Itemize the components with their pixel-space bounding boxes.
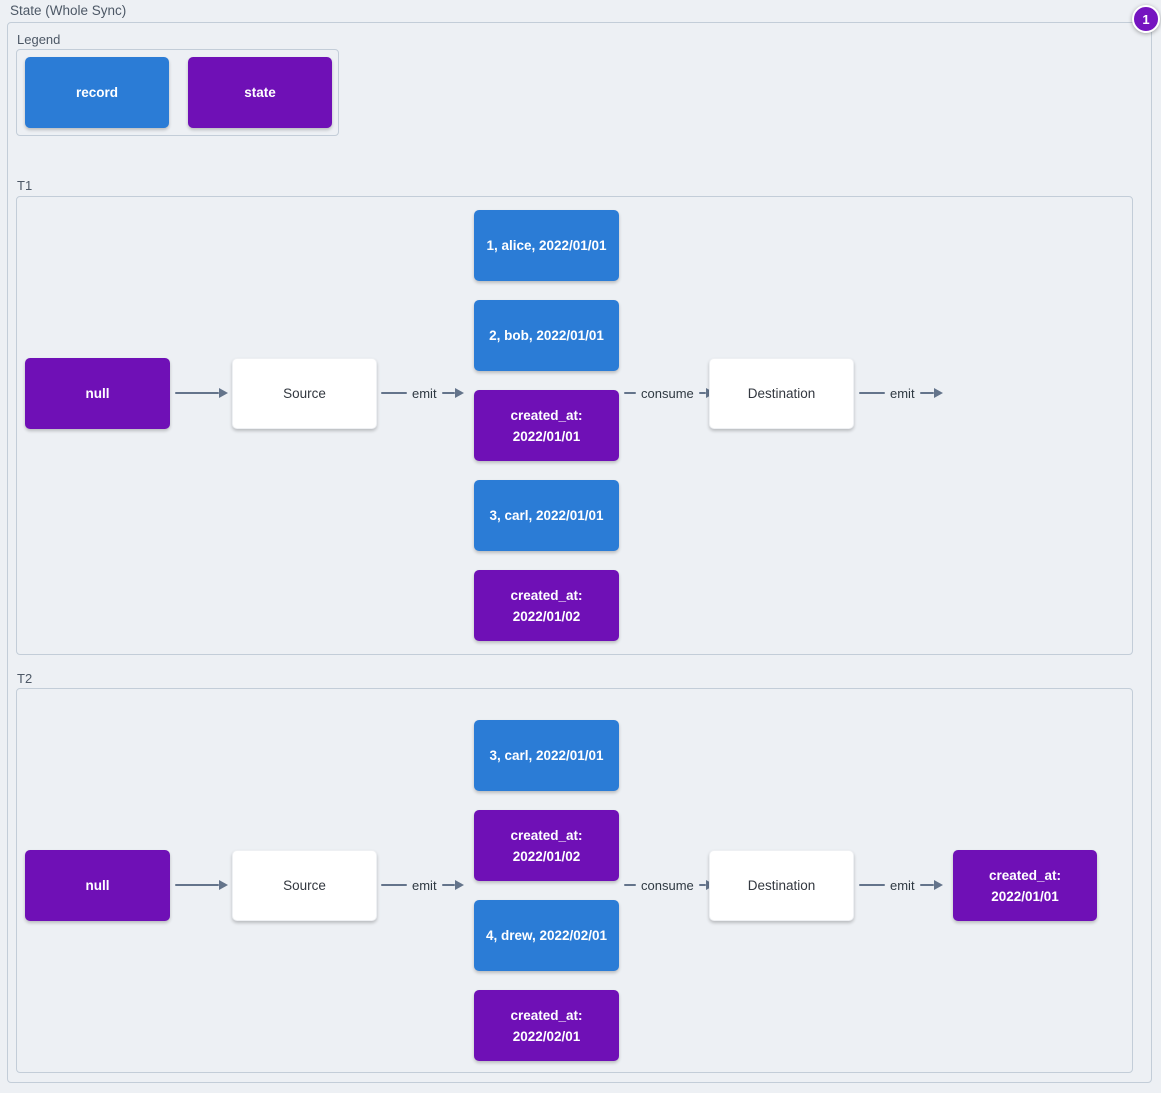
legend-record-label: record [75,85,119,100]
t1-label: T1 [17,178,33,193]
legend-frame [16,49,339,136]
t1-consume-arrow: consume [624,385,715,401]
arrowhead-icon [933,880,943,890]
t1-null-label: null [85,386,110,401]
t1-destination-label: Destination [747,386,816,401]
arrow-line [175,884,219,886]
t1-destination-node: Destination [709,358,854,429]
t1-stack-record-3: 3, carl, 2022/01/01 [474,480,619,551]
annotation-badge[interactable]: 1 [1132,5,1160,33]
t1-null-node: null [25,358,170,429]
t1-stack-record-2: 2, bob, 2022/01/01 [474,300,619,371]
arrow-line [859,392,885,394]
arrowhead-icon [219,880,228,890]
arrow-line [381,392,407,394]
t2-consume-arrow: consume [624,877,715,893]
t2-emit-in-label: emit [412,877,437,893]
legend-state-label: state [244,85,276,100]
t2-arrow-null-to-source [175,877,228,893]
t1-emit-out-arrow: emit [859,385,943,401]
t1-stack-state-1: created_at: 2022/01/01 [474,390,619,461]
t1-consume-label: consume [641,385,694,401]
arrow-line [441,392,455,394]
t2-destination-label: Destination [747,878,816,893]
legend-state-node: state [188,57,332,128]
t1-stack-state-2: created_at: 2022/01/02 [474,570,619,641]
arrow-line [698,884,706,886]
t2-stack-state-2: created_at: 2022/02/01 [474,990,619,1061]
arrow-line [698,392,706,394]
arrowhead-icon [454,388,464,398]
arrow-line [441,884,455,886]
arrow-line [175,392,219,394]
t2-consume-label: consume [641,877,694,893]
t2-stack-record-1: 3, carl, 2022/01/01 [474,720,619,791]
t1-frame [16,196,1133,655]
t2-null-label: null [85,878,110,893]
t2-stack-record-2: 4, drew, 2022/02/01 [474,900,619,971]
t2-emit-in-arrow: emit [381,877,464,893]
t2-emit-out-label: emit [890,877,915,893]
t2-stack-state-1: created_at: 2022/01/02 [474,810,619,881]
t1-emit-out-label: emit [890,385,915,401]
arrow-line [624,392,636,394]
arrow-line [919,884,934,886]
t2-emit-out-arrow: emit [859,877,943,893]
t2-label: T2 [17,671,33,686]
arrowhead-icon [933,388,943,398]
t1-source-node: Source [232,358,377,429]
arrow-line [919,392,934,394]
t2-destination-node: Destination [709,850,854,921]
t2-output-state-node: created_at: 2022/01/01 [953,850,1097,921]
t1-stack-record-1: 1, alice, 2022/01/01 [474,210,619,281]
t2-null-node: null [25,850,170,921]
page-title: State (Whole Sync) [10,3,127,18]
t2-source-node: Source [232,850,377,921]
arrow-line [381,884,407,886]
t2-frame [16,688,1133,1073]
t2-source-label: Source [283,878,326,893]
outer-group-frame [7,22,1152,1083]
t1-emit-in-arrow: emit [381,385,464,401]
t1-source-label: Source [283,386,326,401]
t1-arrow-null-to-source [175,385,228,401]
legend-label: Legend [17,32,61,47]
arrow-line [624,884,636,886]
arrowhead-icon [219,388,228,398]
arrow-line [859,884,885,886]
legend-record-node: record [25,57,169,128]
arrowhead-icon [454,880,464,890]
t1-emit-in-label: emit [412,385,437,401]
